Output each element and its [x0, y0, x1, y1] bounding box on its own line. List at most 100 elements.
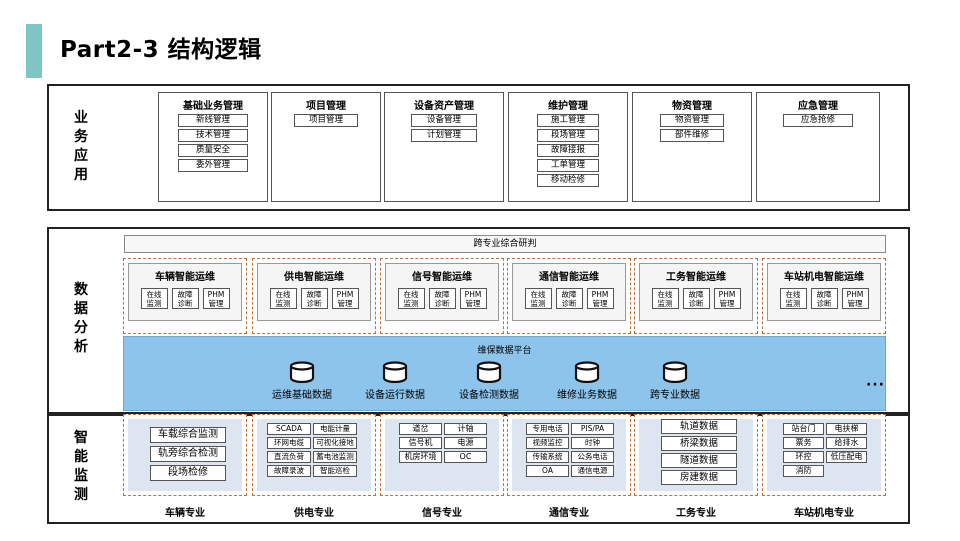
monitor-item: 环网电缆 [267, 437, 311, 449]
specialty-title: 信号智能运维 [412, 272, 472, 283]
specialty-footer-label: 通信专业 [549, 508, 589, 519]
monitor-item: 通信电源 [571, 465, 614, 477]
module-materials: 物资管理 物资管理 部件维修 [632, 92, 752, 202]
specialty-title: 车站机电智能运维 [784, 272, 864, 283]
monitor-item: 时钟 [571, 437, 614, 449]
specialty-title: 供电智能运维 [284, 272, 344, 283]
monitor-track: 轨道数据桥梁数据隧道数据房建数据 [634, 414, 758, 496]
module-title: 基础业务管理 [183, 101, 243, 112]
specialty-chip: PHM 管理 [331, 288, 359, 309]
specialty-footer-label: 工务专业 [676, 508, 716, 519]
maintenance-data-platform: 维保数据平台 运维基础数据设备运行数据设备检测数据维修业务数据跨专业数据 ··· [123, 336, 886, 411]
specialty-chip: PHM 管理 [202, 288, 230, 309]
database-label: 维修业务数据 [557, 390, 617, 401]
monitor-item: 可视化接地 [313, 437, 357, 449]
specialty-chip: 故障 诊断 [810, 288, 838, 309]
module-maintenance: 维护管理 施工管理 段场管理 故障接报 工单管理 移动检修 [508, 92, 628, 202]
module-item: 施工管理 [537, 114, 599, 127]
monitor-item: 电能计量 [313, 423, 357, 435]
monitor-item: 智能巡检 [313, 465, 357, 477]
module-title: 设备资产管理 [414, 101, 474, 112]
monitor-item: 蓄电池监测 [313, 451, 357, 463]
specialty-chip: PHM 管理 [586, 288, 614, 309]
specialty-chip: 故障 诊断 [555, 288, 583, 309]
business-layer-label: 业 务 应 用 [74, 110, 88, 183]
monitor-item: 给排水 [826, 437, 867, 449]
specialty-footer-label: 车辆专业 [165, 508, 205, 519]
monitor-item: 电源 [444, 437, 487, 449]
monitor-item: 故障录波 [267, 465, 311, 477]
database-icon [476, 361, 502, 383]
page-title: Part2-3 结构逻辑 [60, 37, 262, 63]
monitor-item: 计轴 [444, 423, 487, 435]
specialty-title: 通信智能运维 [539, 272, 599, 283]
specialty-chip: 故障 诊断 [682, 288, 710, 309]
monitor-item: 传输系统 [526, 451, 569, 463]
module-title: 项目管理 [306, 101, 346, 112]
monitor-item: 低压配电 [826, 451, 867, 463]
monitor-item: OA [526, 465, 569, 477]
database-item: 运维基础数据 [247, 361, 357, 401]
database-item: 设备运行数据 [340, 361, 450, 401]
module-item: 质量安全 [178, 144, 248, 157]
monitor-item: 段场检修 [150, 465, 226, 481]
module-item: 技术管理 [178, 129, 248, 142]
monitor-item: 轨旁综合检测 [150, 446, 226, 462]
platform-title: 维保数据平台 [477, 346, 532, 356]
module-item: 新线管理 [178, 114, 248, 127]
database-label: 运维基础数据 [272, 390, 332, 401]
monitor-item: 车载综合监测 [150, 427, 226, 443]
analysis-layer-label: 数 据 分 析 [74, 282, 88, 355]
specialty-footer-label: 车站机电专业 [794, 508, 854, 519]
specialty-chip: 在线 监测 [140, 288, 168, 309]
database-item: 维修业务数据 [532, 361, 642, 401]
specialty-chip: 在线 监测 [397, 288, 425, 309]
database-label: 跨专业数据 [650, 390, 700, 401]
monitor-station: 站台门电扶梯票务给排水环控低压配电消防 [762, 414, 886, 496]
monitor-item: 直流负荷 [267, 451, 311, 463]
database-icon [289, 361, 315, 383]
specialty-chip: 故障 诊断 [428, 288, 456, 309]
module-title: 维护管理 [548, 101, 588, 112]
monitor-item: 环控 [783, 451, 824, 463]
specialty-chip: 在线 监测 [524, 288, 552, 309]
database-icon [662, 361, 688, 383]
monitor-item: SCADA [267, 423, 311, 435]
module-item: 项目管理 [294, 114, 358, 127]
specialty-chip: PHM 管理 [459, 288, 487, 309]
module-asset: 设备资产管理 设备管理 计划管理 [384, 92, 504, 202]
monitor-item: 轨道数据 [661, 419, 737, 434]
database-item: 设备检测数据 [434, 361, 544, 401]
module-item: 部件维修 [660, 129, 724, 142]
specialty-chip: 故障 诊断 [300, 288, 328, 309]
monitor-item: PIS/PA [571, 423, 614, 435]
module-basic-business: 基础业务管理 新线管理 技术管理 质量安全 委外管理 [158, 92, 268, 202]
specialty-chip: PHM 管理 [841, 288, 869, 309]
module-item: 工单管理 [537, 159, 599, 172]
specialty-chip: 在线 监测 [779, 288, 807, 309]
module-item: 委外管理 [178, 159, 248, 172]
business-layer-frame [47, 84, 910, 211]
specialty-chip: 故障 诊断 [171, 288, 199, 309]
specialty-chip: 在线 监测 [269, 288, 297, 309]
database-label: 设备检测数据 [459, 390, 519, 401]
monitor-item: 票务 [783, 437, 824, 449]
specialty-footer-label: 供电专业 [294, 508, 334, 519]
analysis-layer-frame [47, 227, 910, 414]
